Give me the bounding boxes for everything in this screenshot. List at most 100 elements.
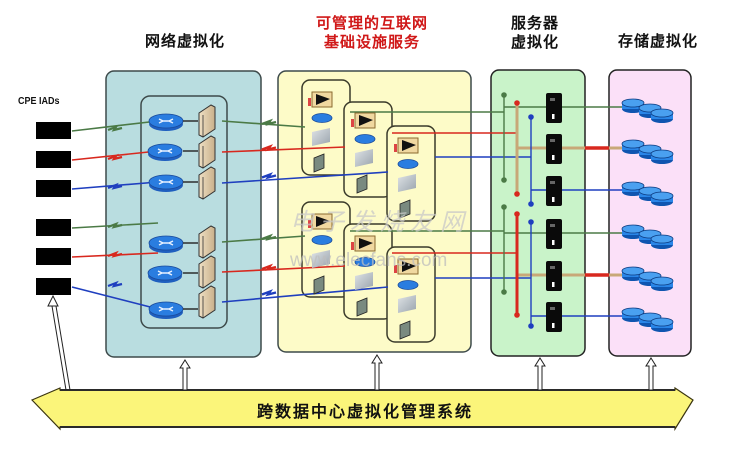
- network-virtualization-title: 网络虚拟化: [144, 32, 225, 50]
- server-tower-icon: [546, 176, 562, 206]
- management-system-label: 跨数据中心虚拟化管理系统: [256, 402, 473, 421]
- disk-icon-top: [621, 307, 645, 317]
- firewall-icon: [198, 225, 216, 259]
- disk-icon-top: [621, 181, 645, 191]
- router-icon: [311, 235, 333, 245]
- link-lightning-mark: [261, 263, 277, 271]
- bus-endpoint-dot: [528, 114, 534, 120]
- disk-icon-top: [621, 266, 645, 276]
- server-tower-icon: [546, 302, 562, 332]
- firewall-icon: [198, 166, 216, 200]
- up-arrow-icon: [645, 357, 657, 391]
- link-lightning-mark: [107, 153, 123, 161]
- firewall-icon: [356, 297, 368, 317]
- cpe-device-icon: [36, 151, 71, 168]
- firewall-icon: [356, 174, 368, 194]
- bus-endpoint-dot: [528, 219, 534, 225]
- firewall-icon: [198, 104, 216, 138]
- firewall-icon: [198, 255, 216, 289]
- firewall-link-line: [221, 171, 389, 184]
- disk-icon-top: [650, 149, 674, 159]
- bus-endpoint-dot: [514, 100, 520, 106]
- appliance-icon: [355, 272, 373, 290]
- cpe-device-icon: [36, 219, 71, 236]
- bus-endpoint-dot: [514, 191, 520, 197]
- disk-icon-top: [621, 224, 645, 234]
- appliance-icon: [312, 128, 330, 146]
- server-tower-icon: [546, 219, 562, 249]
- disk-icon-top: [650, 108, 674, 118]
- firewall-link-line: [221, 286, 389, 303]
- server-virtualization-title: 服务器 虚拟化: [490, 14, 580, 52]
- cpe-device-icon: [36, 278, 71, 295]
- managed-infrastructure-title-line1: 可管理的互联网: [315, 14, 428, 32]
- router-icon: [148, 174, 184, 192]
- appliance-icon: [355, 149, 373, 167]
- bus-endpoint-dot: [501, 92, 507, 98]
- router-icon: [147, 265, 183, 283]
- firewall-icon: [399, 199, 411, 219]
- watermark-chinese: 电子发烧友网: [290, 208, 470, 236]
- disk-icon-top: [650, 191, 674, 201]
- bus-endpoint-dot: [501, 204, 507, 210]
- link-lightning-mark: [261, 172, 277, 180]
- cpe-link-line: [71, 286, 159, 310]
- router-icon: [397, 159, 419, 169]
- router-icon: [354, 257, 376, 267]
- managed-infrastructure-title: 可管理的互联网 基础设施服务: [282, 14, 462, 52]
- load-balancer-icon: [308, 91, 333, 173]
- cpe-iads-label: CPE IADs: [18, 96, 60, 107]
- managed-infrastructure-title-line2: 基础设施服务: [323, 33, 420, 51]
- network-inner-group: [140, 95, 228, 329]
- server-tower-icon: [546, 93, 562, 123]
- cpe-device-icon: [36, 248, 71, 265]
- firewall-icon: [313, 275, 325, 295]
- link-lightning-mark: [107, 124, 123, 132]
- load-balancer-icon: [394, 258, 419, 340]
- router-icon: [147, 143, 183, 161]
- firewall-icon: [399, 320, 411, 340]
- router-icon: [148, 235, 184, 253]
- firewall-link-line: [221, 146, 346, 153]
- server-virtualization-title-line1: 服务器: [510, 14, 559, 32]
- firewall-icon: [198, 285, 216, 319]
- appliance-icon: [398, 295, 416, 313]
- link-lightning-mark: [261, 144, 277, 152]
- firewall-icon: [198, 135, 216, 169]
- load-balancer-icon: [351, 112, 376, 194]
- firewall-link-line: [221, 265, 346, 273]
- up-arrow-icon: [534, 357, 546, 391]
- bus-endpoint-dot: [501, 177, 507, 183]
- link-lightning-mark: [261, 118, 277, 126]
- appliance-icon: [312, 250, 330, 268]
- disk-icon-top: [621, 139, 645, 149]
- bus-endpoint-dot: [528, 201, 534, 207]
- link-lightning-mark: [261, 233, 277, 241]
- cpe-management-arrow-icon: [47, 294, 71, 391]
- firewall-icon: [313, 153, 325, 173]
- appliance-icon: [398, 174, 416, 192]
- load-balancer-icon: [394, 137, 419, 219]
- link-lightning-mark: [107, 250, 123, 258]
- link-lightning-mark: [107, 182, 123, 190]
- watermark-url: www.elecfans.com: [290, 250, 448, 271]
- server-tower-icon: [546, 261, 562, 291]
- disk-icon-top: [650, 276, 674, 286]
- bus-endpoint-dot: [528, 323, 534, 329]
- network-virtualization-panel: [105, 70, 262, 358]
- link-lightning-mark: [261, 289, 277, 297]
- bus-endpoint-dot: [501, 289, 507, 295]
- server-virtualization-title-line2: 虚拟化: [510, 33, 559, 51]
- cpe-device-icon: [36, 122, 71, 139]
- router-icon: [397, 280, 419, 290]
- disk-icon-top: [650, 234, 674, 244]
- cpe-device-icon: [36, 180, 71, 197]
- storage-virtualization-title: 存储虚拟化: [617, 32, 698, 50]
- load-balancer-icon: [308, 213, 333, 295]
- cpe-link-line: [71, 120, 159, 132]
- load-balancer-icon: [351, 235, 376, 317]
- server-virtualization-panel: [490, 69, 586, 357]
- router-icon: [148, 301, 184, 319]
- server-tower-icon: [546, 134, 562, 164]
